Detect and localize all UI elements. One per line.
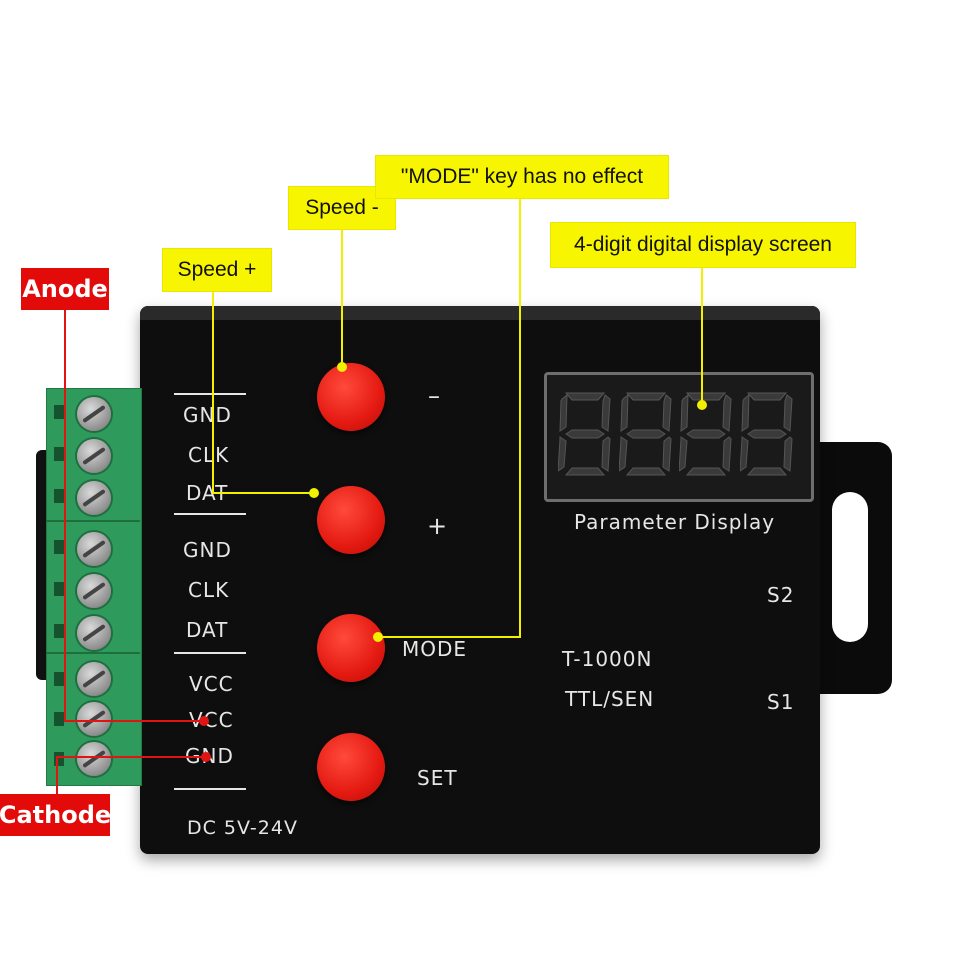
terminal-screw — [77, 574, 111, 608]
label-clk: CLK — [188, 443, 230, 467]
terminal-screw — [77, 616, 111, 650]
leader-dot — [309, 488, 319, 498]
terminal-screw — [77, 702, 111, 736]
terminal-screw — [77, 532, 111, 566]
mode-label: MODE — [402, 637, 468, 661]
set-label: SET — [417, 766, 458, 790]
terminal-pin — [54, 447, 64, 461]
leader-dot — [201, 752, 211, 762]
cathode-leader — [56, 756, 206, 758]
leader-dot — [373, 632, 383, 642]
leader-dot — [337, 362, 347, 372]
terminal-pin — [54, 540, 64, 554]
terminal-pin — [54, 752, 64, 766]
set-button[interactable] — [317, 733, 385, 801]
label-rule — [174, 513, 246, 515]
mode-note-callout: "MODE" key has no effect — [375, 155, 669, 199]
label-rule — [174, 393, 246, 395]
terminal-screw — [77, 439, 111, 473]
terminal-pin — [54, 489, 64, 503]
terminal-pin — [54, 582, 64, 596]
terminal-divider — [46, 520, 140, 522]
label-gnd: GND — [183, 538, 232, 562]
label-dat: DAT — [186, 618, 229, 642]
speed-plus-callout: Speed + — [162, 248, 272, 292]
anode-callout: Anode — [21, 268, 109, 310]
label-gnd: GND — [183, 403, 232, 427]
cathode-leader — [56, 756, 58, 796]
terminal-pin — [54, 405, 64, 419]
label-clk: CLK — [188, 578, 230, 602]
seven-segment-digit — [558, 392, 611, 476]
terminal-pin — [54, 672, 64, 686]
power-label: DC 5V-24V — [187, 817, 298, 839]
terminal-pin — [54, 712, 64, 726]
display-caption: Parameter Display — [574, 510, 776, 534]
s1-label: S1 — [767, 690, 795, 714]
label-rule — [174, 652, 246, 654]
mode-button[interactable] — [317, 614, 385, 682]
display-digits — [552, 378, 800, 490]
seven-segment-digit — [679, 392, 732, 476]
controller-top-edge — [140, 306, 820, 320]
seven-segment-digit — [618, 392, 672, 476]
s2-label: S2 — [767, 583, 795, 607]
anode-leader — [64, 720, 204, 722]
display-note-leader — [701, 266, 703, 406]
leader-dot — [697, 400, 707, 410]
plus-button[interactable] — [317, 486, 385, 554]
speed-plus-leader — [212, 492, 314, 494]
mode-note-leader — [519, 198, 521, 638]
label-rule — [174, 788, 246, 790]
seven-segment-digit — [739, 392, 793, 476]
mounting-slot — [832, 492, 868, 642]
terminal-divider — [46, 652, 140, 654]
label-vcc: VCC — [189, 672, 234, 696]
terminal-pin — [54, 624, 64, 638]
terminal-screw — [77, 481, 111, 515]
terminal-screw — [77, 742, 111, 776]
cathode-callout: Cathode — [0, 794, 111, 836]
terminal-screw — [77, 397, 111, 431]
terminal-screw — [77, 662, 111, 696]
speed-plus-leader — [212, 290, 214, 494]
leader-dot — [199, 716, 209, 726]
plus-label: + — [427, 512, 449, 540]
minus-label: – — [428, 382, 441, 410]
mode-type-label: TTL/SEN — [565, 687, 655, 711]
mode-note-leader — [378, 636, 521, 638]
speed-minus-leader — [341, 230, 343, 368]
model-label: T-1000N — [562, 647, 653, 671]
minus-button[interactable] — [317, 363, 385, 431]
anode-leader — [64, 308, 66, 722]
display-note-callout: 4-digit digital display screen — [550, 222, 856, 268]
